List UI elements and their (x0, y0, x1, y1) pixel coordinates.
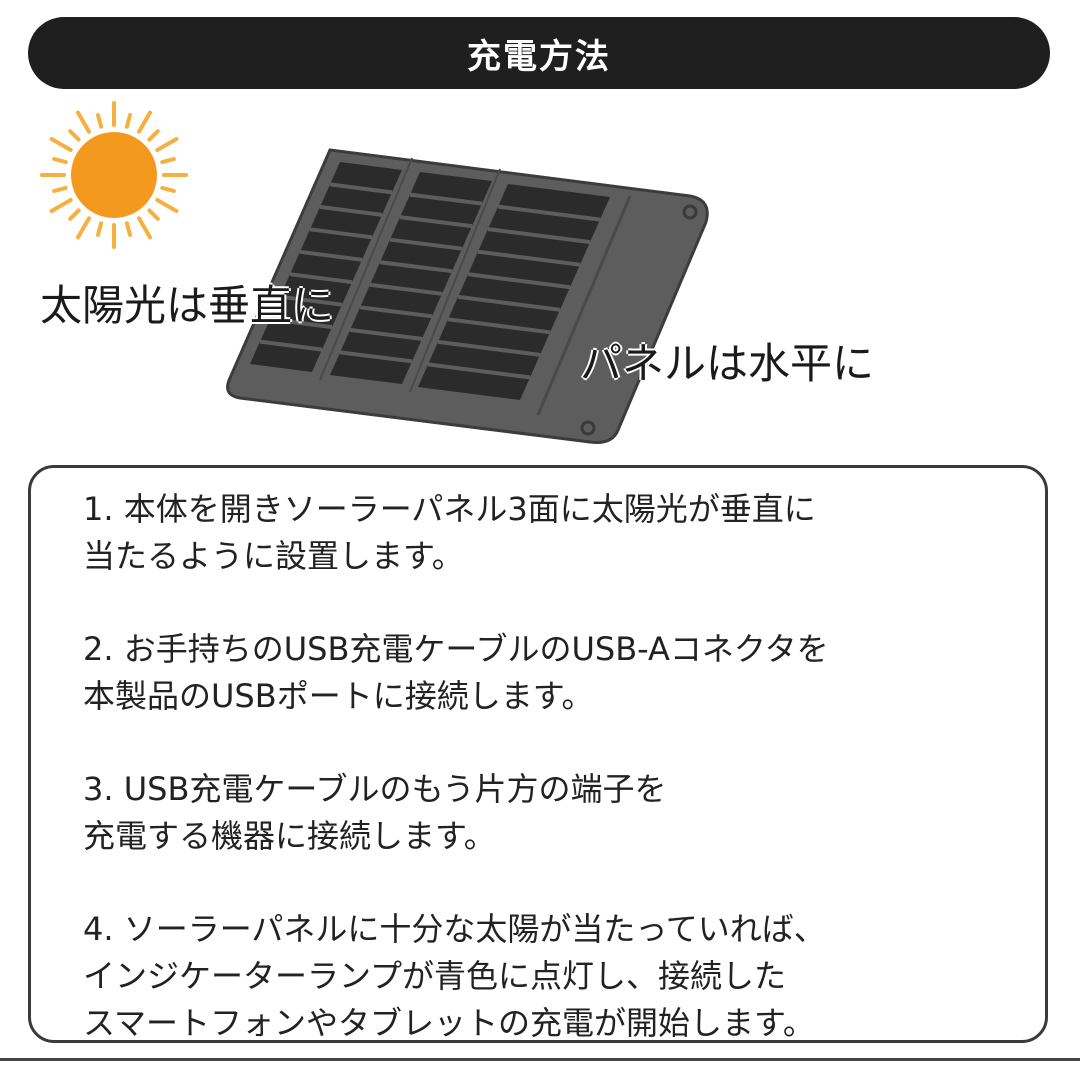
sun-icon (40, 101, 188, 249)
cell-stripe (467, 272, 571, 290)
sun-ray (124, 221, 132, 237)
panel-caption: パネルは水平に (580, 339, 875, 388)
sun-ray (147, 129, 160, 142)
cell-stripe (409, 192, 483, 206)
sun-ray (49, 137, 73, 152)
cell-stripe (497, 204, 601, 222)
sun-ray (147, 208, 160, 221)
sun-ray (49, 198, 73, 213)
step-4-line-1: 4. ソーラーパネルに十分な太陽が当たっていれば、 (83, 910, 826, 948)
step-3-line-1: 3. USB充電ケーブルのもう片方の端子を (83, 770, 667, 808)
cell-stripe (309, 227, 373, 240)
cell-stripe (329, 182, 393, 195)
cell-stripe (359, 305, 433, 319)
cell-stripe (389, 237, 463, 251)
cell-stripe (259, 339, 323, 352)
cell-stripe (339, 350, 413, 364)
step-2: 2. お手持ちのUSB充電ケーブルのUSB-Aコネクタを 本製品のUSBポートに… (83, 626, 1005, 720)
cell-stripe (399, 215, 473, 229)
step-3-line-2: 充電する機器に接続します。 (83, 817, 496, 855)
sun-ray (124, 113, 132, 129)
cell-stripe (369, 282, 443, 296)
bottom-divider (0, 1058, 1080, 1061)
sun-ray (76, 216, 91, 240)
cell-stripe (457, 294, 561, 312)
cell-stripe (279, 294, 343, 307)
sun-ray (68, 208, 81, 221)
cell-stripe (487, 227, 591, 245)
step-1-line-2: 当たるように設置します。 (83, 537, 464, 575)
sun-disc (71, 132, 157, 218)
step-4: 4. ソーラーパネルに十分な太陽が当たっていれば、 インジケーターランプが青色に… (83, 906, 1005, 1047)
cell-stripe (477, 249, 581, 267)
sun-ray (96, 113, 104, 129)
cell-stripe (299, 249, 363, 262)
cell-stripe (437, 339, 541, 357)
step-4-line-3: スマートフォンやタブレットの充電が開始します。 (83, 1004, 815, 1042)
sun-ray (52, 185, 68, 193)
header-bar: 充電方法 (28, 17, 1050, 89)
solar-panel-icon (226, 148, 709, 444)
sun-ray (155, 198, 179, 213)
step-2-line-1: 2. お手持ちのUSB充電ケーブルのUSB-Aコネクタを (83, 630, 829, 668)
step-1: 1. 本体を開きソーラーパネル3面に太陽光が垂直に 当たるように設置します。 (83, 486, 1005, 580)
sun-ray (155, 137, 179, 152)
instructions-box: 1. 本体を開きソーラーパネル3面に太陽光が垂直に 当たるように設置します。 2… (28, 465, 1048, 1043)
sun-ray (68, 129, 81, 142)
sun-ray (160, 157, 176, 165)
sun-ray (160, 185, 176, 193)
sun-ray (52, 157, 68, 165)
page-title: 充電方法 (467, 36, 611, 77)
step-4-line-2: インジケーターランプが青色に点灯し、接続した (83, 957, 787, 995)
sun-ray (137, 216, 152, 240)
cell-stripe (379, 260, 453, 274)
cell-stripe (319, 204, 383, 217)
sun-caption: 太陽光は垂直に (40, 281, 335, 330)
cell-stripe (447, 317, 551, 335)
cell-stripe (349, 327, 423, 341)
step-3: 3. USB充電ケーブルのもう片方の端子を 充電する機器に接続します。 (83, 766, 1005, 860)
step-1-line-1: 1. 本体を開きソーラーパネル3面に太陽光が垂直に (83, 490, 816, 528)
step-2-line-2: 本製品のUSBポートに接続します。 (83, 677, 594, 715)
cell-stripe (289, 272, 353, 285)
sun-ray (76, 110, 91, 134)
sun-ray (96, 221, 104, 237)
cell-stripe (427, 362, 531, 380)
sun-ray (137, 110, 152, 134)
cell-stripe (269, 317, 333, 330)
solar-illustration (40, 101, 709, 444)
